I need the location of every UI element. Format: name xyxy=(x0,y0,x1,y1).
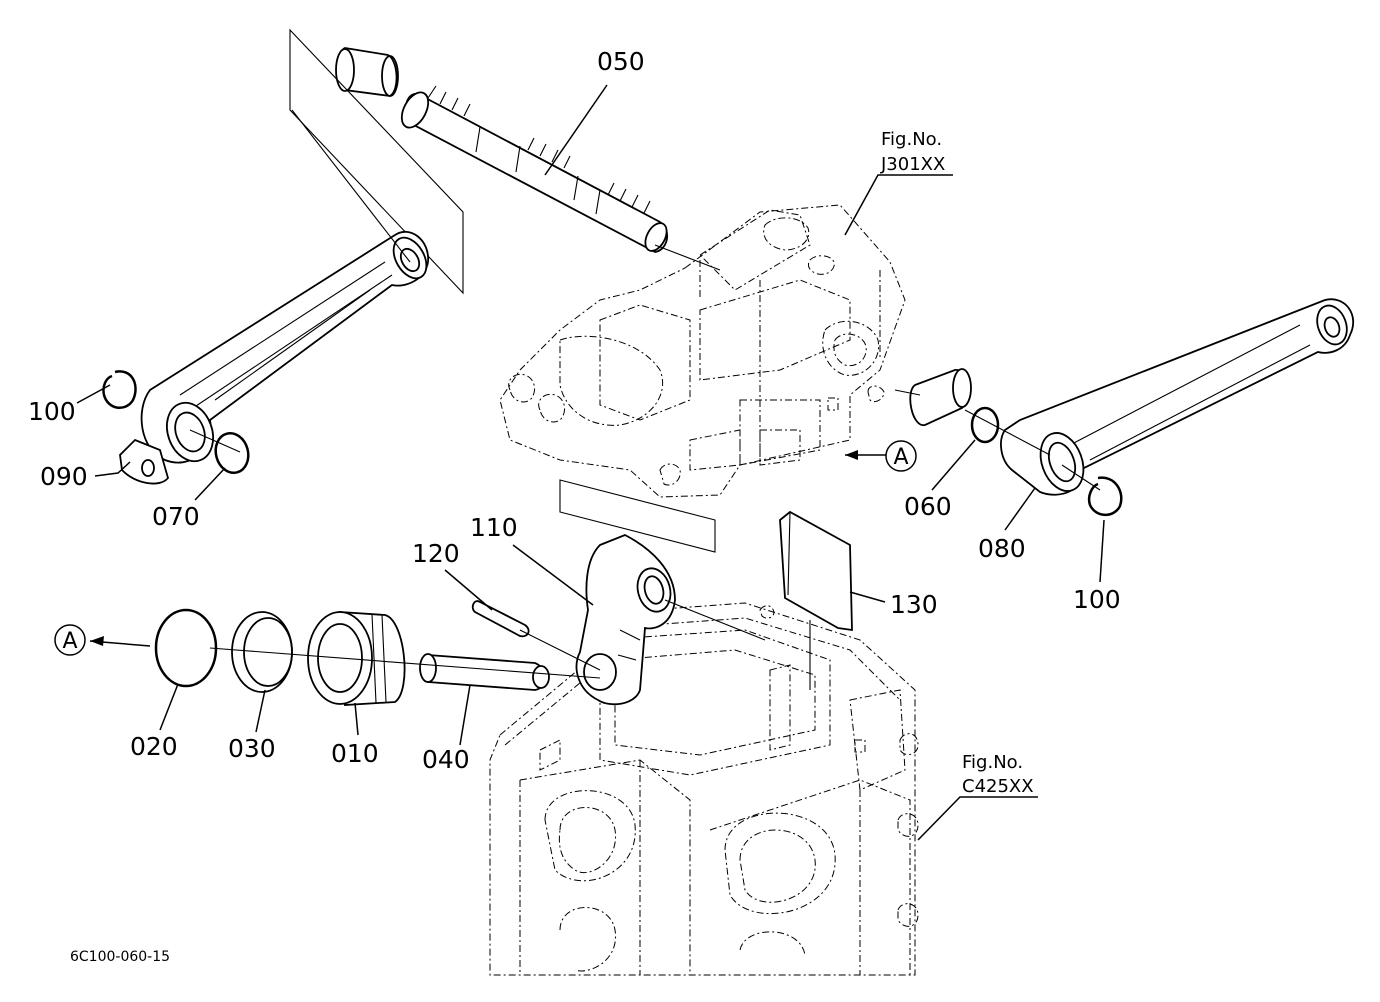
part-040-piston-rod xyxy=(419,653,550,691)
fig-ref-upper-code: J301XX xyxy=(880,154,945,175)
callout-a-right: A xyxy=(885,440,917,472)
label-060: 060 xyxy=(904,492,952,521)
assembly-guide-lines xyxy=(89,109,1101,690)
part-060-o-ring-right xyxy=(970,406,1000,444)
label-100-left: 100 xyxy=(28,397,76,426)
svg-text:A: A xyxy=(893,445,908,470)
part-110-lever xyxy=(575,534,676,706)
exploded-guide-box xyxy=(289,28,464,295)
part-130-gasket xyxy=(779,510,853,632)
label-090: 090 xyxy=(40,462,88,491)
fig-ref-lower-caption: Fig.No. xyxy=(962,752,1023,773)
transmission-case xyxy=(489,602,919,976)
callout-a-left: A xyxy=(54,624,86,656)
fig-ref-lower-code: C425XX xyxy=(962,776,1034,797)
label-010: 010 xyxy=(331,739,379,768)
part-010-piston xyxy=(307,611,406,706)
fig-ref-upper-caption: Fig.No. xyxy=(881,129,942,150)
drawing-code: 6C100-060-15 xyxy=(70,949,170,965)
part-120-spring-pin xyxy=(471,600,530,638)
part-labels: 050 100 090 070 060 080 100 110 120 130 … xyxy=(28,47,1121,774)
label-110: 110 xyxy=(470,513,518,542)
part-100-snap-ring-left xyxy=(102,370,137,409)
label-020: 020 xyxy=(130,732,178,761)
part-100-snap-ring-right xyxy=(1087,476,1123,517)
figure-references: Fig.No. J301XX Fig.No. C425XX xyxy=(880,129,1034,797)
part-bushing-right xyxy=(909,368,972,426)
part-070-o-ring-left xyxy=(214,431,250,475)
label-070: 070 xyxy=(152,502,200,531)
leader-lines xyxy=(76,84,1105,841)
part-080-right-lift-arm xyxy=(1000,298,1355,496)
label-040: 040 xyxy=(422,745,470,774)
label-100-right: 100 xyxy=(1073,585,1121,614)
part-090-left-lift-arm xyxy=(119,230,429,485)
part-050-bushing xyxy=(335,47,399,97)
part-020-o-ring xyxy=(154,608,218,688)
label-050: 050 xyxy=(597,47,645,76)
hydraulic-housing xyxy=(499,204,906,498)
label-080: 080 xyxy=(978,534,1026,563)
label-120: 120 xyxy=(412,539,460,568)
label-130: 130 xyxy=(890,590,938,619)
svg-text:A: A xyxy=(62,629,77,654)
part-050-lift-shaft xyxy=(400,85,669,253)
label-030: 030 xyxy=(228,734,276,763)
